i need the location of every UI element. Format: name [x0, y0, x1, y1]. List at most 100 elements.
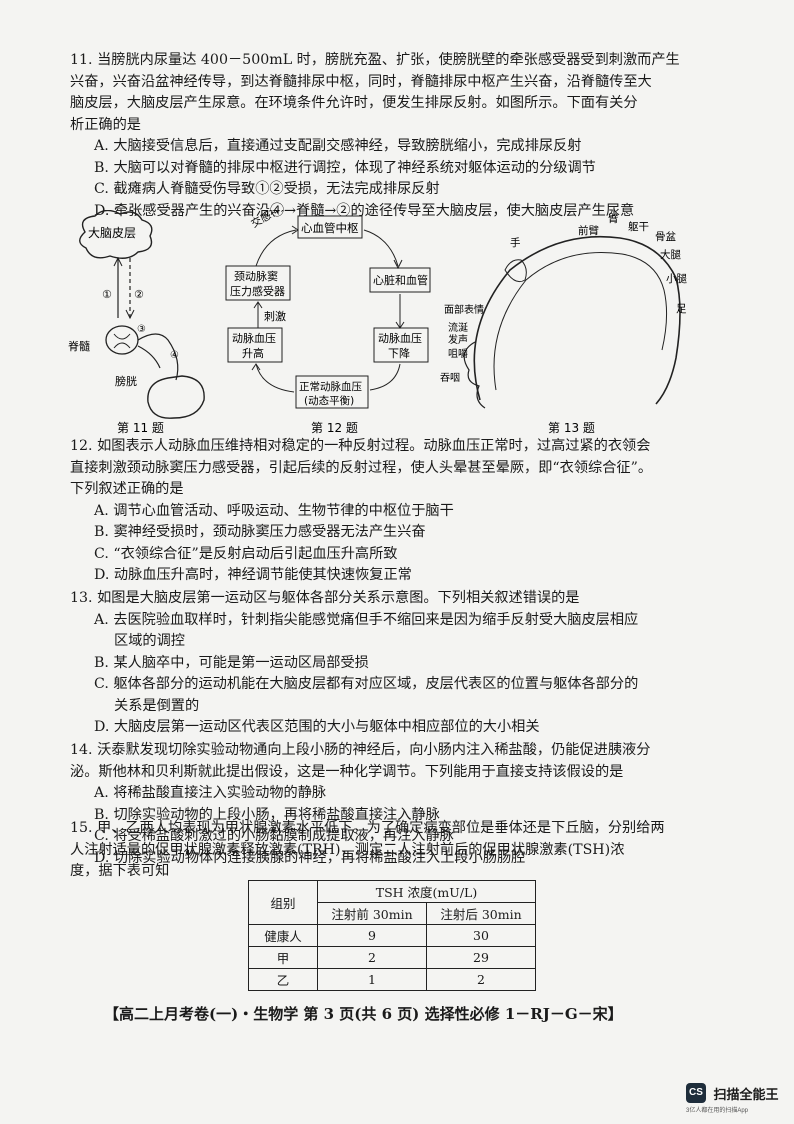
q14-option-d: D. 切除实验动物体内连接胰腺的神经，再将稀盐酸注入上段小肠肠腔 [94, 849, 526, 866]
receptor-label-a: 颈动脉窦 [234, 269, 278, 283]
brain-outline [79, 210, 153, 259]
fall-label-a: 动脉血压 [378, 331, 422, 345]
page-footer: 【高二上月考卷(一)・生物学 第 3 页(共 6 页) 选择性必修 1－RJ－G… [104, 1005, 623, 1023]
table-cell-after: 30 [426, 924, 536, 947]
q12-option-c: C. “衣领综合征”是反射启动后引起血压升高所致 [94, 545, 398, 562]
arrow-receptor-to-center [255, 229, 297, 267]
path-4-label: ④ [170, 350, 179, 361]
q11-option-a: A. 大脑接受信息后，直接通过支配副交感神经，导致膀胱缩小，完成排尿反射 [94, 138, 582, 154]
center-label: 心血管中枢 [301, 221, 359, 235]
figure-13: 手 前臂 臂 躯干 骨盆 大腿 小腿 足 面部表情 流涎 发声 咀嚼 吞咽 第 … [440, 212, 687, 435]
bladder-shape [147, 375, 205, 419]
arrow-fall-to-normal [369, 363, 401, 391]
rise-label-a: 动脉血压 [232, 331, 276, 345]
stim-label: 刺激 [264, 309, 286, 323]
q12-stem: 12. 如图表示人动脉血压维持相对稳定的一种反射过程。动脉血压正常时，过高过紧的… [70, 438, 651, 454]
normal-box [295, 375, 369, 409]
table-cell-name: 乙 [248, 968, 318, 991]
q12-option-b: B. 窦神经受损时，颈动脉窦压力感受器无法产生兴奋 [94, 524, 426, 540]
spine-label: 脊髓 [68, 339, 90, 353]
q11-stem: 脑皮层，大脑皮层产生尿意。在环境条件允许时，便发生排尿反射。如图所示。下面有关分 [70, 95, 638, 111]
arrow-normal-to-rise [255, 363, 295, 393]
table-header-tsh: TSH 浓度(mU/L) [317, 880, 536, 903]
q11-option-c: C. 截瘫病人脊髓受伤导致①②受损，无法完成排尿反射 [94, 181, 440, 197]
spinal-cord-section [105, 325, 139, 355]
table-cell-after: 2 [426, 968, 536, 991]
nerve-efferent [137, 333, 179, 381]
hand-drawing [504, 259, 527, 283]
normal-label-b: (动态平衡) [304, 394, 354, 407]
heart-box [369, 267, 431, 293]
q12-stem: 下列叙述正确的是 [70, 481, 184, 497]
q13-option-c-cont: 关系是倒置的 [114, 697, 200, 714]
table-row: 甲 2 29 [248, 946, 536, 969]
table-row: 健康人 9 30 [248, 924, 536, 947]
table-cell-before: 1 [317, 968, 427, 991]
q14-option-a: A. 将稀盐酸直接注入实验动物的静脉 [94, 785, 327, 801]
figure-11: 大脑皮层 ① ② 脊髓 ③ ④ 膀胱 第 11 题 [68, 210, 205, 435]
q14-option-b: B. 切除实验动物的上段小肠，再将稀盐酸直接注入静脉 [94, 806, 440, 823]
arrow-down-icon [125, 309, 135, 320]
q11-option-b: B. 大脑可以对脊髓的排尿中枢进行调控，体现了神经系统对躯体运动的分级调节 [94, 159, 596, 176]
arrow-center-to-heart [363, 229, 399, 267]
normal-label-a: 正常动脉血压 [299, 380, 362, 393]
label-pelvis: 骨盆 [655, 230, 676, 243]
path-1-label: ① [102, 288, 112, 301]
bladder-label: 膀胱 [115, 374, 137, 388]
cortex-outline [473, 235, 681, 405]
heart-label: 心脏和血管 [373, 273, 428, 287]
q14-option-c: C. 将受稀盐酸刺激过的小肠黏膜制成提取液，再注入静脉 [94, 828, 454, 844]
table-cell-name: 健康人 [248, 924, 318, 947]
question-14: 14. 沃泰默发现切除实验动物通向上段小肠的神经后，向小肠内注入稀盐酸，仍能促进… [70, 740, 710, 869]
table-header-group: 组别 [248, 880, 318, 925]
receptor-box [225, 265, 291, 301]
figure-12: 心血管中枢 交感神经 颈动脉窦 压力感受器 心脏和血管 刺激 动脉血压 升高 动… [225, 210, 431, 435]
figure-12-caption: 第 12 题 [311, 421, 358, 435]
rise-label-b: 升高 [242, 346, 264, 360]
q13-option-d: D. 大脑皮层第一运动区代表区范围的大小与躯体中相应部位的大小相关 [94, 719, 540, 735]
label-swallow: 吞咽 [440, 372, 460, 384]
arrow-head-icon [291, 225, 299, 235]
rise-box [227, 327, 283, 363]
label-shank: 小腿 [666, 273, 687, 285]
table-header-before: 注射前 30min [317, 902, 427, 925]
figures-row: 大脑皮层 ① ② 脊髓 ③ ④ 膀胱 第 11 题 心血管中枢 交感神经 [68, 210, 687, 435]
q11-stem: 兴奋，兴奋沿盆神经传导，到达脊髓排尿中枢，同时，脊髓排尿中枢产生兴奋，沿脊髓传至… [70, 73, 652, 90]
arrow-up-icon [113, 256, 123, 267]
receptor-label-b: 压力感受器 [230, 285, 285, 298]
path-3-label: ③ [137, 324, 146, 335]
nerve-afferent [137, 345, 161, 369]
label-trunk: 躯干 [628, 220, 649, 233]
table-header-after: 注射后 30min [426, 902, 536, 925]
path-2-label: ② [134, 288, 144, 301]
table-cell-after: 29 [426, 946, 536, 969]
label-foot: 足 [676, 303, 687, 315]
q14-stem: 14. 沃泰默发现切除实验动物通向上段小肠的神经后，向小肠内注入稀盐酸，仍能促进… [70, 742, 651, 758]
label-drool: 流涎 [448, 321, 468, 334]
question-11: 11. 当膀胱内尿量达 400－500mL 时，膀胱充盈、扩张，使膀胱壁的牵张感… [70, 50, 710, 222]
figure-13-caption: 第 13 题 [548, 421, 595, 435]
arrow-head-icon [253, 301, 263, 309]
q15-stem: 人注射适量的促甲状腺激素释放激素(TRH)，测定二人注射前后的促甲状腺激素(TS… [70, 841, 625, 858]
center-box [297, 215, 363, 239]
brand-tagline: 3亿人都在用的扫描App [686, 1108, 749, 1114]
q13-option-a-cont: 区域的调控 [114, 633, 185, 649]
cortex-inner [493, 251, 668, 391]
fall-label-b: 下降 [388, 346, 410, 360]
table-cell-before: 2 [317, 946, 427, 969]
q11-stem: 11. 当膀胱内尿量达 400－500mL 时，膀胱充盈、扩张，使膀胱壁的牵张感… [70, 52, 680, 68]
q13-stem: 13. 如图是大脑皮层第一运动区与躯体各部分关系示意图。下列相关叙述错误的是 [70, 590, 580, 606]
arrow-head-icon [251, 363, 261, 371]
scanner-watermark: CS 扫描全能王 3亿人都在用的扫描App [686, 1083, 778, 1114]
arrow-head-icon [393, 259, 403, 270]
question-13: 13. 如图是大脑皮层第一运动区与躯体各部分关系示意图。下列相关叙述错误的是 A… [70, 588, 710, 739]
nerve-label: 交感神经 [249, 210, 292, 230]
table-cell-name: 甲 [248, 946, 318, 969]
table-row: 乙 1 2 [248, 968, 536, 991]
question-12: 12. 如图表示人动脉血压维持相对稳定的一种反射过程。动脉血压正常时，过高过紧的… [70, 436, 710, 587]
label-voice: 发声 [448, 333, 468, 346]
q11-stem: 析正确的是 [70, 116, 141, 133]
q13-option-a: A. 去医院验血取样时，针刺指尖能感觉痛但手不缩回来是因为缩手反射受大脑皮层相应 [94, 611, 639, 628]
camscanner-logo-icon: CS [686, 1083, 706, 1103]
figure-11-caption: 第 11 题 [117, 421, 164, 435]
